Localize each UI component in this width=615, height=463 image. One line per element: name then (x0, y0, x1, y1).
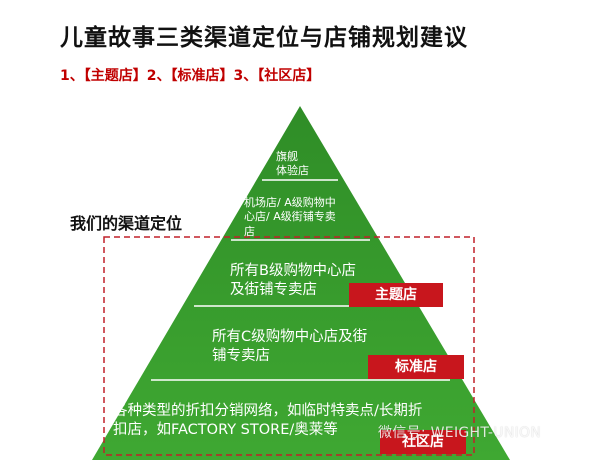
tier-flagship: 旗舰 体验店 (276, 150, 309, 178)
tier-b-grade: 所有B级购物中心店 及街铺专卖店 (230, 262, 380, 299)
page-title: 儿童故事三类渠道定位与店铺规划建议 (60, 25, 468, 51)
tier-line: 各种类型的折扣分销网络，如临时特卖点/长期折 (113, 403, 423, 419)
tier-line: 所有C级购物中心店及街 (212, 329, 368, 345)
tier-line: 店 (244, 224, 255, 238)
tier-line: 铺专卖店 (212, 347, 270, 364)
tier-c-grade: 所有C级购物中心店及街 铺专卖店 (212, 328, 392, 365)
tier-line: 旗舰 (276, 150, 298, 163)
tier-line: 心店/ A级街铺专卖 (244, 210, 336, 224)
wechat-watermark: 微信号: WEIGHT-UNION (378, 425, 542, 441)
channel-positioning-frame (103, 236, 475, 456)
tier-discount: 各种类型的折扣分销网络，如临时特卖点/长期折 扣店，如FACTORY STORE… (113, 402, 488, 439)
tier-line: 及街铺专卖店 (230, 281, 317, 298)
theme-store-tag: 主题店 (349, 283, 443, 307)
channel-positioning-label: 我们的渠道定位 (70, 214, 183, 233)
tier-line: 所有B级购物中心店 (230, 263, 356, 279)
tier-line: 机场店/ A级购物中 (244, 196, 336, 209)
standard-store-tag: 标准店 (368, 355, 464, 379)
tier-a-grade: 机场店/ A级购物中 心店/ A级街铺专卖 店 (244, 196, 364, 239)
tier-line: 体验店 (276, 164, 309, 178)
community-store-tag: 社区店 (380, 430, 466, 454)
channel-list-subtitle: 1、【主题店】2、【标准店】3、【社区店】 (60, 68, 321, 84)
tier-line: 扣店，如FACTORY STORE/奥莱等 (113, 421, 338, 438)
